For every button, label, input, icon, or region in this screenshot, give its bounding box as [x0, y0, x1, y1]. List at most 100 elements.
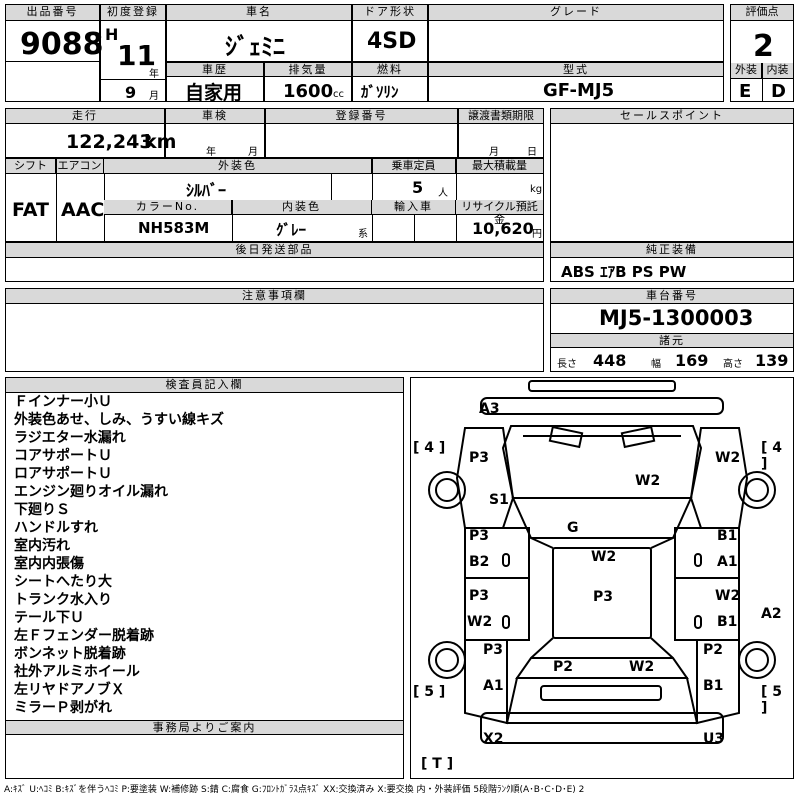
inspection-label: 車検 [166, 109, 264, 124]
width: 169 [675, 351, 709, 370]
recycle-label: リサイクル預託金 [456, 200, 543, 226]
chassis-number: MJ5-1300003 [599, 306, 754, 330]
later-parts-label: 後日発送部品 [6, 243, 543, 258]
grade-box: グレード [428, 4, 724, 62]
shift: FAT [12, 199, 49, 221]
year-unit: 年 [149, 69, 159, 80]
mark-w2-left-door2: W2 [467, 614, 493, 630]
inspector-note-line: トランク水入り [14, 592, 112, 608]
first-reg-month: 9 [125, 83, 137, 102]
equipment-label: 純正装備 [551, 243, 793, 258]
import-label: 輸入車 [372, 200, 456, 215]
mileage: 122,243 [66, 131, 153, 153]
inspector-note-line: テール下Ｕ [14, 610, 84, 626]
mark-b1-rear-right: B1 [703, 678, 724, 694]
score-label: 評価点 [731, 5, 793, 21]
int-color-label: 内装色 [232, 200, 372, 215]
lot-number-label: 出品番号 [6, 5, 99, 21]
mark-p2-rear-right: P2 [703, 642, 724, 658]
transfer-box: 譲渡書類期限 月 日 [458, 108, 544, 158]
inspector-note-line: ハンドルすれ [14, 520, 98, 536]
mark-p3-front-left: P3 [469, 450, 490, 466]
mileage-unit: km [144, 131, 177, 153]
inspector-note-line: ロアサポートＵ [14, 466, 112, 482]
door-type: 4SD [367, 29, 417, 54]
history-box: 車歴 自家用 [166, 62, 264, 104]
length: 448 [593, 351, 627, 370]
damage-diagram: A3 P3 W2 W2 S1 G P3 B2 W2 B1 A1 P3 W2 P3… [410, 377, 794, 779]
inspector-note-line: 外装色あせ、しみ、うすい線キズ [14, 412, 224, 428]
first-reg-year: 11 [117, 39, 156, 72]
model-box: 型式 GF-MJ5 [428, 62, 724, 102]
recycle: 10,620 [472, 219, 534, 238]
mark-b1-right-door2: B1 [717, 614, 738, 630]
inspector-label: 検査員記入欄 [6, 378, 403, 393]
shift-label: シフト [6, 159, 56, 174]
inspector-note-line: 左リヤドアノブＸ [14, 682, 125, 698]
lot-number: 9088 [20, 27, 104, 62]
car-name: ｼﾞｪﾐﾆ [225, 33, 285, 61]
recycle-unit: 円 [532, 229, 542, 240]
ac: AAC [61, 199, 105, 221]
color-no: NH583M [138, 219, 210, 237]
grade-label: グレード [429, 5, 723, 21]
later-parts-box: 後日発送部品 [5, 242, 544, 282]
mark-p3-left-door1: P3 [469, 528, 490, 544]
fuel: ｶﾞｿﾘﾝ [361, 83, 399, 101]
ext-color: ｼﾙﾊﾞｰ [186, 181, 227, 200]
length-label: 長さ [557, 359, 577, 370]
tire-rear-right: [ 5 ] [761, 684, 783, 716]
mark-p2-trunk: P2 [553, 659, 574, 675]
door-label: ドア形状 [353, 5, 427, 21]
sales-points-box: セールスポイント [550, 108, 794, 242]
mark-p3-left-door2: P3 [469, 588, 490, 604]
plate-label: 登録番号 [266, 109, 457, 124]
lot-number-box: 出品番号 9088 [5, 4, 104, 102]
specs-label: 諸元 [551, 333, 793, 348]
cautions-label: 注意事項欄 [6, 289, 543, 304]
mark-a2: A2 [761, 606, 782, 622]
first-registration-box: 初度登録 H 11 年 9 月 [100, 4, 166, 102]
displacement: 1600 [283, 81, 334, 102]
int-color-unit: 系 [358, 229, 368, 240]
car-outline [428, 380, 776, 744]
displacement-unit: cc [333, 89, 344, 100]
sales-points-label: セールスポイント [551, 109, 793, 124]
model-label: 型式 [429, 63, 723, 77]
inspection-box: 車検 年 月 [165, 108, 265, 158]
inspector-note-line: コアサポートＵ [14, 448, 112, 464]
transfer-label: 譲渡書類期限 [459, 109, 543, 124]
mark-w2-front-right: W2 [715, 450, 741, 466]
mark-s1: S1 [489, 492, 509, 508]
interior-score: D [771, 81, 786, 102]
mark-b2: B2 [469, 554, 490, 570]
inspector-note-line: ボンネット脱着跡 [14, 646, 126, 662]
shift-ac-box: シフト エアコン FAT AAC 外装色 ｼﾙﾊﾞｰ 乗車定員 5 人 最大積載… [5, 158, 544, 242]
door-box: ドア形状 4SD [352, 4, 428, 62]
score-box: 評価点 2 外装 内装 E D [730, 4, 794, 102]
mark-p3-rear-left: P3 [483, 642, 504, 658]
mark-x2: X2 [483, 731, 504, 747]
first-reg-label: 初度登録 [101, 5, 165, 21]
displacement-label: 排気量 [265, 63, 351, 77]
plate-box: 登録番号 [265, 108, 458, 158]
car-name-box: 車名 ｼﾞｪﾐﾆ [166, 4, 352, 62]
office-label: 事務局よりご案内 [6, 720, 403, 735]
equipment-box: 純正装備 ABS ｴｱB PS PW [550, 242, 794, 282]
max-load-unit: kg [530, 184, 543, 195]
mark-w2-roof: W2 [591, 549, 617, 565]
tire-rear-left: [ 5 ] [413, 684, 446, 700]
width-label: 幅 [651, 359, 661, 370]
inspection-year-unit: 年 [206, 147, 216, 158]
inspector-note-line: シートへたり大 [14, 574, 112, 590]
max-load-label: 最大積載量 [456, 159, 543, 174]
chassis-box: 車台番号 MJ5-1300003 諸元 長さ 448 幅 169 高さ 139 [550, 288, 794, 372]
mark-p3-trunk: P3 [593, 589, 614, 605]
color-no-label: カラーNo. [104, 200, 232, 215]
chassis-label: 車台番号 [551, 289, 793, 304]
equipment: ABS ｴｱB PS PW [561, 263, 687, 281]
inspector-note-line: ラジエター水漏れ [14, 430, 126, 446]
int-color: ｸﾞﾚｰ [276, 221, 307, 239]
inspector-note-line: エンジン廻りオイル漏れ [14, 484, 168, 500]
inspector-note-line: 室内内張傷 [14, 556, 84, 572]
